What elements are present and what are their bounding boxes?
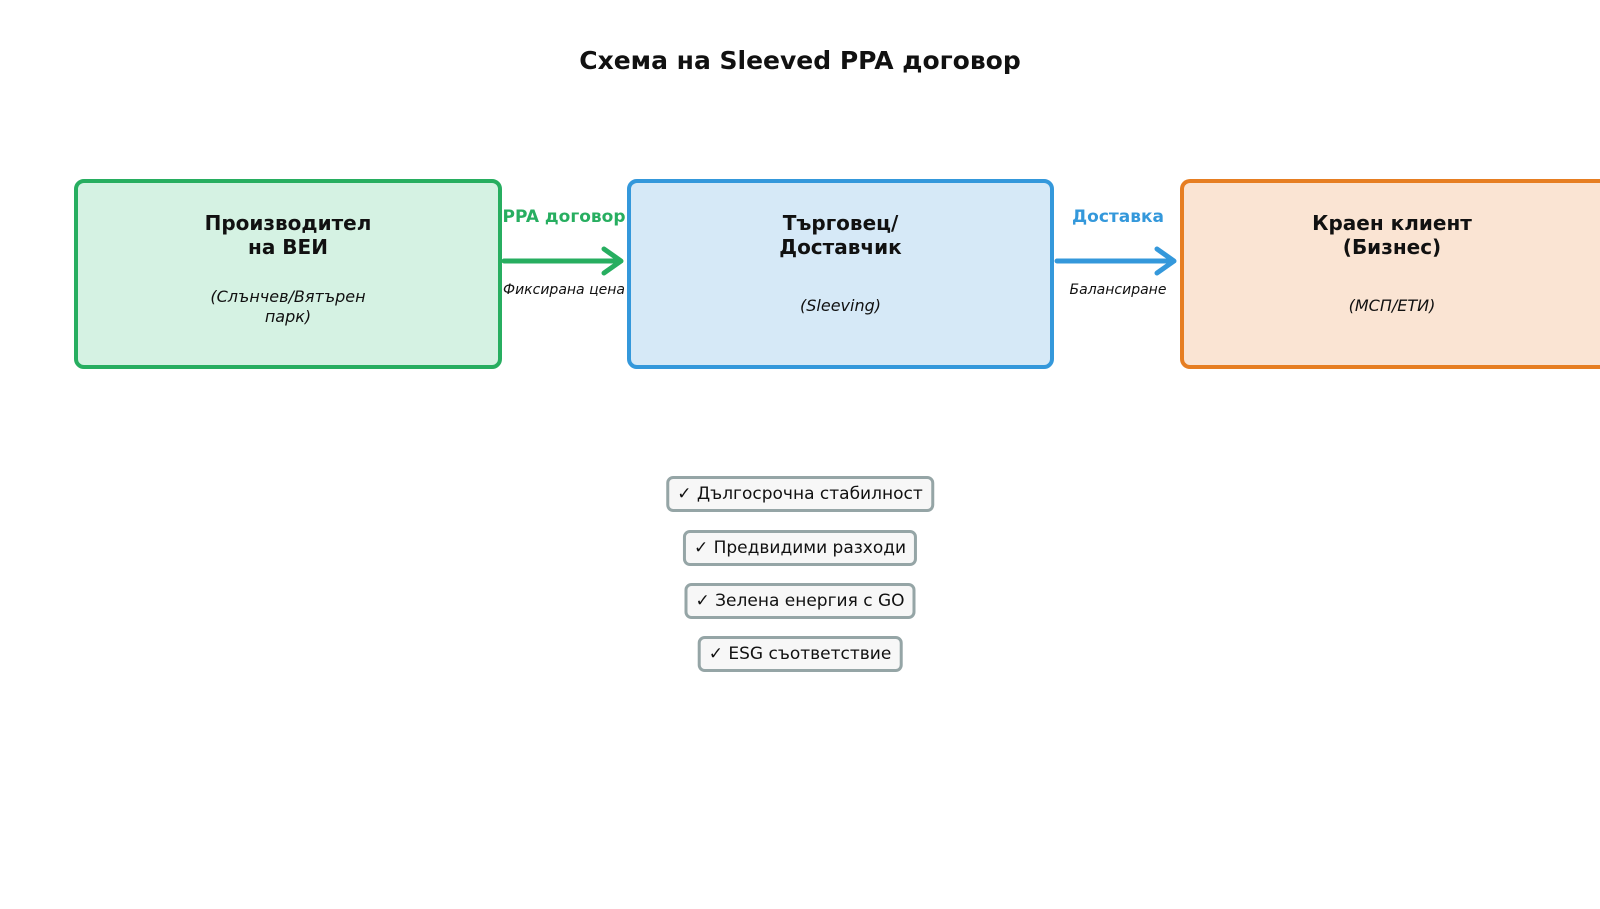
diagram-title: Схема на Sleeved PPA договор — [579, 46, 1021, 75]
trader-subtitle: (Sleeving) — [800, 296, 881, 315]
arrow-label-balancing: Балансиране — [1069, 282, 1167, 298]
client-box: Краен клиент (Бизнес) (МСП/ЕТИ) — [1180, 179, 1600, 369]
producer-box: Производител на ВЕИ (Слънчев/Вятърен пар… — [74, 179, 502, 369]
client-subtitle: (МСП/ЕТИ) — [1348, 296, 1436, 315]
arrow-trader-to-client — [1054, 246, 1177, 276]
arrow-label-ppa: PPA договор — [502, 207, 626, 227]
producer-subtitle: (Слънчев/Вятърен парк) — [210, 287, 366, 326]
trader-box: Търговец/ Доставчик (Sleeving) — [627, 179, 1054, 369]
benefit-item: ✓ ESG съответствие — [697, 636, 903, 672]
arrow-producer-to-trader — [501, 246, 624, 276]
producer-name: Производител на ВЕИ — [204, 211, 372, 259]
benefit-item: ✓ Зелена енергия с GO — [684, 583, 916, 619]
trader-name: Търговец/ Доставчик — [779, 211, 902, 259]
arrow-label-fixed-price: Фиксирана цена — [503, 282, 625, 298]
client-name: Краен клиент (Бизнес) — [1312, 211, 1472, 259]
arrow-label-delivery: Доставка — [1072, 207, 1164, 227]
benefit-item: ✓ Предвидими разходи — [682, 530, 918, 566]
benefit-item: ✓ Дългосрочна стабилност — [666, 476, 934, 512]
